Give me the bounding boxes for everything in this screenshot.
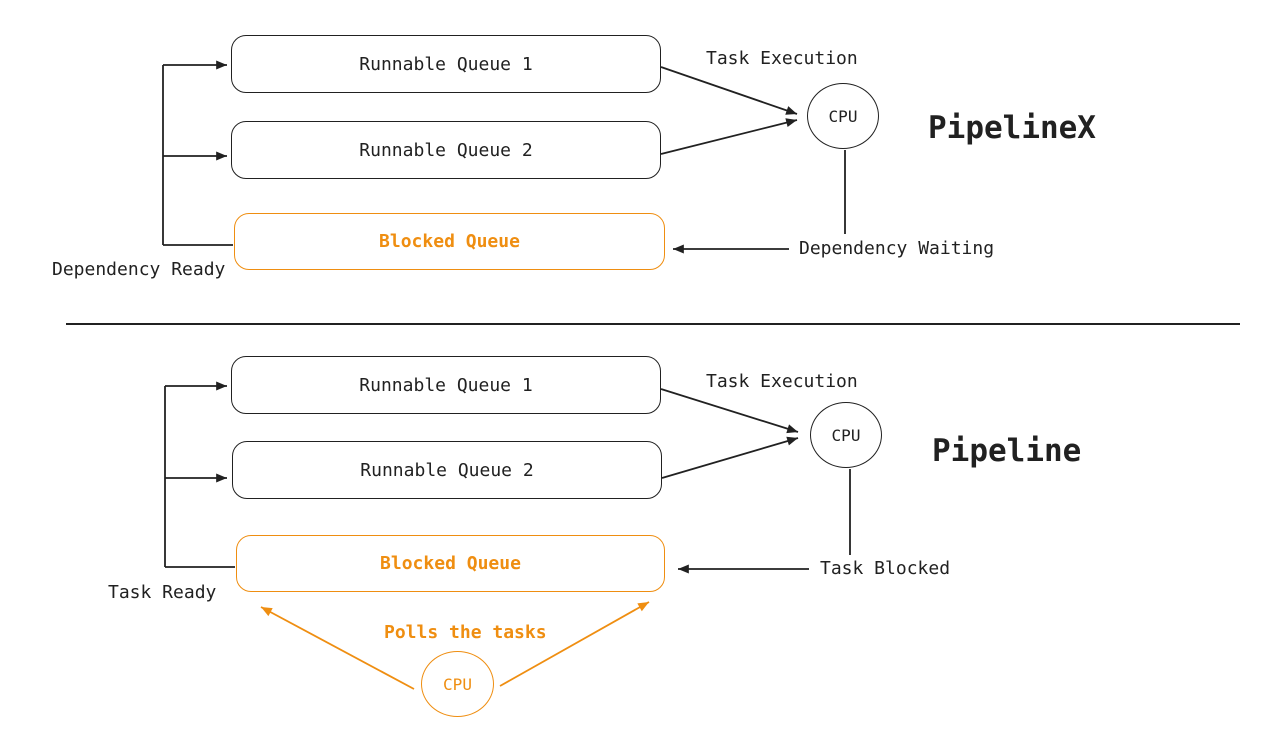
poller-cpu-label: CPU [443, 674, 472, 694]
top-queue1-to-cpu-arrow [660, 66, 798, 115]
top-blocked-queue-box: Blocked Queue [234, 213, 665, 270]
poller-cpu-node: CPU [421, 651, 494, 717]
bottom-runnable-queue-1-box: Runnable Queue 1 [231, 356, 661, 414]
top-runnable-queue-2-label: Runnable Queue 2 [359, 139, 533, 161]
bottom-diagram-title: Pipeline [932, 433, 1082, 469]
bottom-task-execution-label: Task Execution [706, 371, 858, 392]
top-runnable-queue-1-label: Runnable Queue 1 [359, 53, 533, 75]
bottom-queue2-to-cpu-arrow [661, 436, 799, 479]
top-dependency-waiting-label: Dependency Waiting [799, 238, 995, 259]
top-cpu-node: CPU [807, 83, 879, 149]
bottom-blocked-queue-label: Blocked Queue [380, 553, 521, 574]
top-blocked-queue-label: Blocked Queue [379, 231, 520, 252]
bottom-runnable-queue-2-label: Runnable Queue 2 [360, 459, 534, 481]
top-cpu-label: CPU [828, 106, 858, 126]
poller-cpu-to-blocked-right-arrow [499, 601, 650, 687]
bottom-task-ready-label: Task Ready [108, 582, 217, 603]
bottom-blocked-queue-box: Blocked Queue [236, 535, 665, 592]
bottom-runnable-queue-1-label: Runnable Queue 1 [359, 374, 533, 396]
bottom-queue1-to-cpu-arrow [660, 388, 799, 434]
bottom-cpu-label: CPU [831, 425, 861, 445]
polls-the-tasks-label: Polls the tasks [384, 622, 547, 643]
bottom-task-blocked-label: Task Blocked [820, 558, 951, 579]
top-queue2-to-cpu-arrow [660, 118, 798, 155]
bottom-runnable-queue-2-box: Runnable Queue 2 [232, 441, 662, 499]
top-runnable-queue-1-box: Runnable Queue 1 [231, 35, 661, 93]
poller-cpu-to-blocked-left-arrow [260, 606, 415, 690]
bottom-cpu-node: CPU [810, 402, 882, 468]
top-runnable-queue-2-box: Runnable Queue 2 [231, 121, 661, 179]
top-task-execution-label: Task Execution [706, 48, 858, 69]
top-dependency-ready-label: Dependency Ready [52, 259, 226, 280]
top-diagram-title: PipelineX [928, 110, 1096, 146]
